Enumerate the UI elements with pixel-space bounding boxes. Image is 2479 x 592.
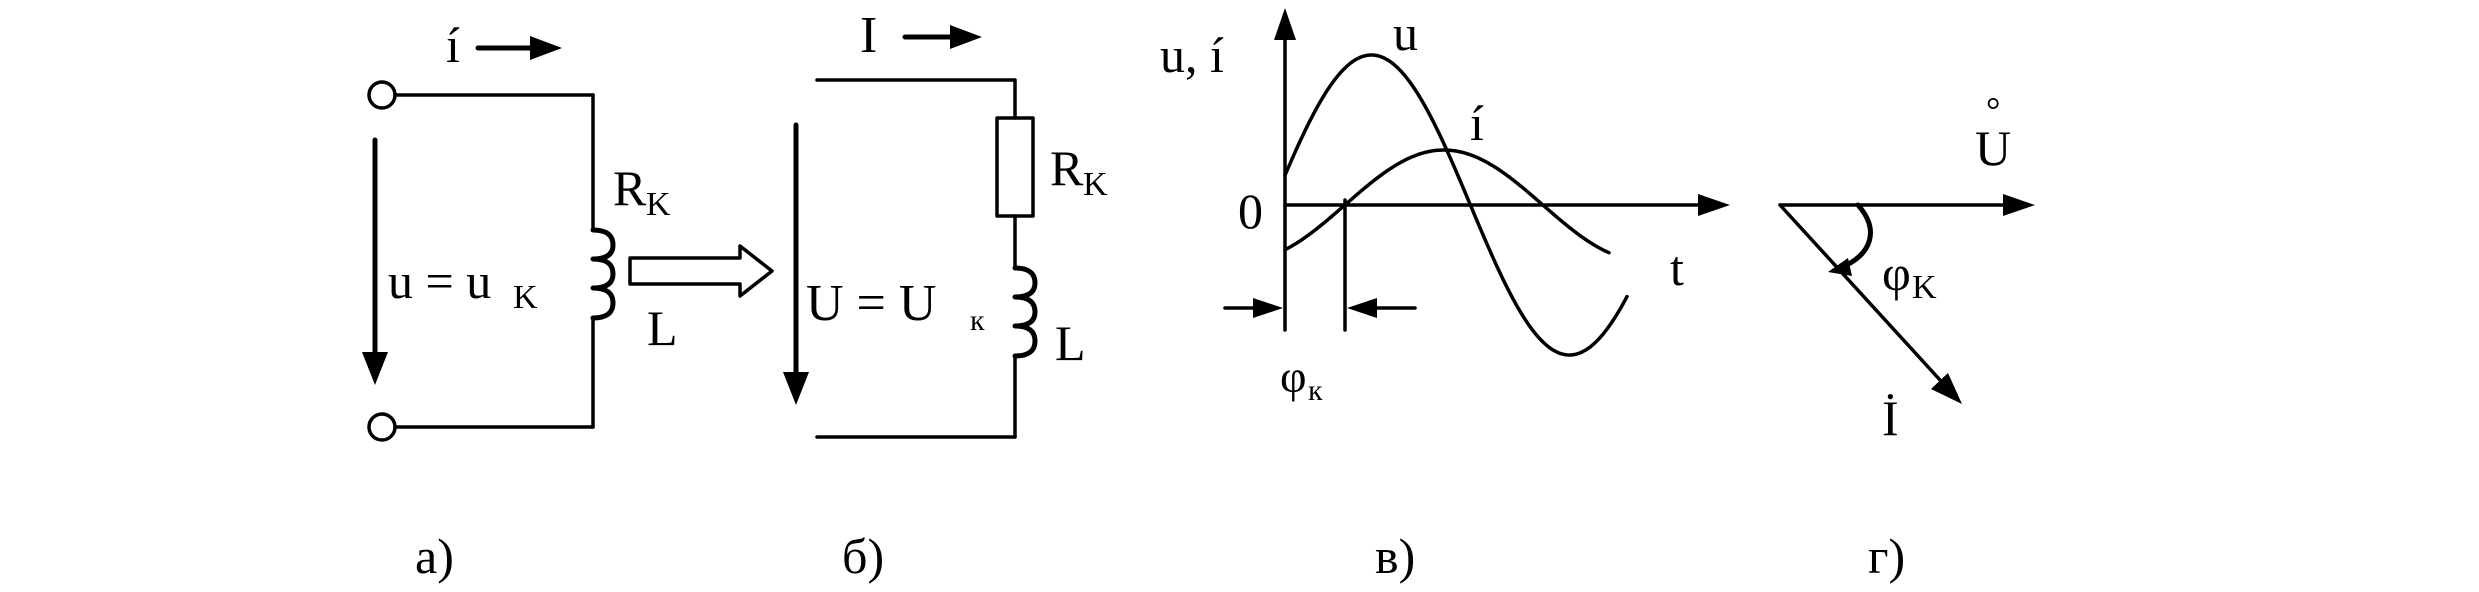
phase-arrowhead-right	[1347, 298, 1377, 318]
caption-v: в)	[1375, 528, 1415, 584]
vector-u-arrowhead	[2003, 194, 2035, 216]
y-axis-label: u, í	[1160, 27, 1224, 83]
vector-i-label: İ	[1882, 390, 1899, 446]
voltage-label: u = u	[388, 253, 491, 309]
current-label: í	[446, 17, 460, 73]
phase-label: φ	[1280, 351, 1307, 402]
panel-v: u, í 0 t u í φ к в)	[1160, 5, 1730, 584]
resistor-label: R	[1050, 140, 1084, 196]
caption-g: г)	[1868, 528, 1905, 584]
panel-a: í u = u K R K L а)	[362, 17, 678, 584]
curve-i-label: í	[1470, 95, 1484, 151]
vector-i-arrowhead	[1931, 373, 1962, 404]
curve-u	[1283, 53, 1629, 357]
y-axis-arrowhead	[1274, 8, 1296, 40]
angle-label: φ	[1882, 245, 1911, 301]
voltage-label: U = U	[806, 275, 936, 332]
x-axis-label: t	[1670, 240, 1684, 296]
terminal-bottom	[367, 412, 397, 442]
inductor-label: L	[647, 300, 678, 356]
resistor-label: R	[613, 160, 647, 216]
vector-u-label: U	[1975, 120, 2011, 176]
phase-arrowhead-left	[1253, 298, 1283, 318]
origin-label: 0	[1238, 183, 1263, 239]
resistor-sub: K	[1083, 166, 1108, 203]
voltage-arrowhead	[362, 352, 388, 385]
resistor-box	[995, 116, 1035, 218]
voltage-sub: к	[970, 304, 985, 337]
phase-sub: к	[1308, 374, 1323, 407]
caption-a: а)	[415, 528, 454, 584]
curve-i	[1283, 148, 1611, 255]
curve-u-label: u	[1393, 5, 1418, 61]
inductor-coil	[1012, 265, 1038, 359]
current-arrowhead	[530, 36, 562, 60]
current-label: I	[860, 7, 877, 64]
angle-sub: K	[1912, 269, 1937, 306]
vector-i	[1778, 203, 1942, 382]
angle-arc	[1837, 202, 1873, 271]
vector-u-mark: °	[1986, 90, 2000, 130]
angle-arc-arrowhead	[1828, 258, 1852, 276]
inductor-label: L	[1055, 315, 1086, 371]
panel-g: ° U İ φ K г)	[1778, 90, 2035, 584]
inductor-coil	[590, 227, 616, 321]
resistor-sub: K	[646, 186, 671, 223]
voltage-sub: K	[513, 279, 538, 316]
x-axis-arrowhead	[1698, 194, 1730, 216]
terminal-top	[367, 80, 397, 110]
caption-b: б)	[842, 528, 884, 584]
current-arrowhead	[950, 25, 982, 49]
panel-b: I U = U к R K L б)	[783, 7, 1108, 584]
voltage-arrowhead	[783, 372, 809, 405]
equivalence-arrow	[628, 244, 774, 298]
